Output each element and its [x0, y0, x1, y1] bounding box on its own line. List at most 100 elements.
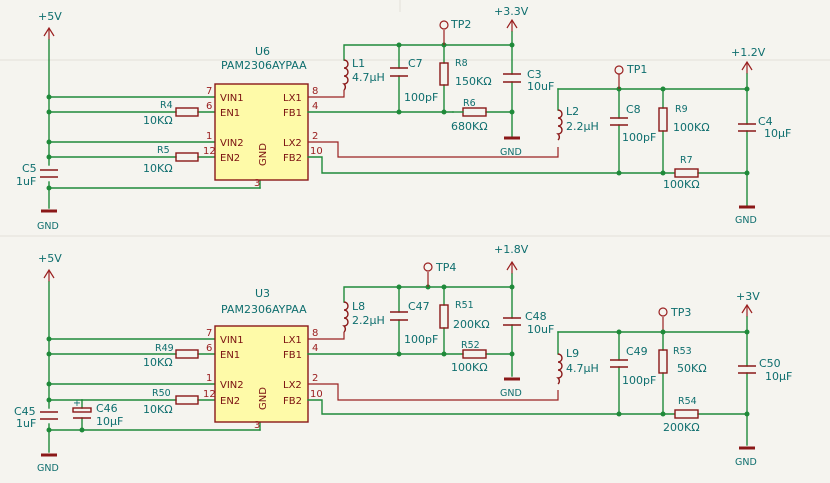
u6-pinnum-4: 4	[312, 101, 318, 112]
r52-ref: R52	[461, 340, 480, 351]
inductor-l8: L8 2.2µH	[342, 300, 385, 333]
c50-ref: C50	[759, 357, 781, 370]
testpoint-tp4: TP4	[423, 261, 456, 287]
capacitor-c46-polarized: + C46 10µF	[72, 398, 123, 428]
c49-value: 100pF	[622, 374, 656, 387]
c4-value: 10µF	[764, 127, 791, 140]
c49-ref: C49	[626, 345, 648, 358]
resistor-r52: R52 100KΩ	[451, 340, 488, 374]
ground-symbol-bottom-left: GND	[37, 453, 59, 474]
u3-pinnum-12: 12	[203, 389, 216, 400]
l9-value: 4.7µH	[566, 362, 599, 375]
u6-pinnum-1: 1	[206, 131, 212, 142]
tp3-label: TP3	[670, 306, 691, 319]
gnd-label: GND	[500, 388, 522, 399]
r51-value: 200KΩ	[453, 318, 490, 331]
u6-pin-vin1: VIN1	[220, 93, 244, 104]
capacitor-c7: C7 100pF	[390, 57, 438, 104]
l2-value: 2.2µH	[566, 120, 599, 133]
u3-pin-gnd: GND	[258, 387, 269, 410]
tp1-label: TP1	[626, 63, 647, 76]
net-label-5v-top: +5V	[38, 10, 62, 23]
u6-pinnum-8: 8	[312, 86, 318, 97]
gnd-label: GND	[735, 215, 757, 226]
capacitor-c48: C48 10uF	[503, 310, 554, 336]
u6-pinnum-3: 3	[254, 178, 260, 189]
u6-value: PAM2306AYPAA	[221, 59, 307, 72]
r8-value: 150KΩ	[455, 75, 492, 88]
power-symbol-5v-top: +5V	[38, 10, 62, 40]
u3-pinnum-10: 10	[310, 389, 323, 400]
u6-pin-vin2: VIN2	[220, 138, 244, 149]
c47-ref: C47	[408, 300, 430, 313]
c48-ref: C48	[525, 310, 547, 323]
resistor-r49: R49 10KΩ	[143, 343, 199, 369]
inductor-l1: L1 4.7µH	[342, 57, 385, 91]
resistor-r9: R9 100KΩ	[658, 104, 710, 134]
r9-value: 100KΩ	[673, 121, 710, 134]
u6-pin-gnd: GND	[258, 143, 269, 166]
ground-symbol-bottom-right: GND	[735, 446, 757, 468]
resistor-r51: R51 200KΩ	[439, 300, 490, 331]
r6-value: 680KΩ	[451, 120, 488, 133]
c3-value: 10uF	[527, 80, 554, 93]
capacitor-c8: C8 100pF	[610, 103, 656, 144]
r4-value: 10KΩ	[143, 114, 173, 127]
r52-value: 100KΩ	[451, 361, 488, 374]
gnd-label: GND	[500, 147, 522, 158]
resistor-r8: R8 150KΩ	[439, 58, 492, 88]
ground-symbol-top-right: GND	[735, 205, 757, 226]
capacitor-c3: C3 10uF	[503, 68, 554, 93]
resistor-r5: R5 10KΩ	[143, 145, 199, 175]
ground-symbol-c48: GND	[500, 377, 522, 399]
resistor-r4: R4 10KΩ	[143, 100, 199, 127]
ic-u3: U3 PAM2306AYPAA VIN1 EN1 VIN2 EN2 GND LX…	[203, 287, 323, 431]
c7-value: 100pF	[404, 91, 438, 104]
r4-ref: R4	[160, 100, 173, 111]
u3-pin-en1: EN1	[220, 350, 240, 361]
regulator-block-bottom: +5V C45 1uF + C46 10µF	[14, 243, 792, 474]
gnd-label: GND	[37, 463, 59, 474]
u6-pinnum-2: 2	[312, 131, 318, 142]
r9-ref: R9	[675, 104, 688, 115]
tp4-label: TP4	[435, 261, 456, 274]
net-label-5v-bottom: +5V	[38, 252, 62, 265]
r5-value: 10KΩ	[143, 162, 173, 175]
power-symbol-3v3: +3.3V	[494, 5, 529, 32]
u3-pin-fb1: FB1	[283, 350, 302, 361]
c5-ref: C5	[22, 162, 37, 175]
resistor-r50: R50 10KΩ	[143, 388, 199, 416]
power-symbol-5v-bottom: +5V	[38, 252, 62, 282]
net-label-3v3: +3.3V	[494, 5, 529, 18]
u6-pinnum-10: 10	[310, 146, 323, 157]
u3-pinnum-3: 3	[254, 420, 260, 431]
resistor-r54: R54 200KΩ	[663, 396, 700, 434]
u6-pin-en2: EN2	[220, 153, 240, 164]
power-symbol-1v2: +1.2V	[731, 46, 766, 74]
u3-pin-vin1: VIN1	[220, 335, 244, 346]
u3-pin-lx2: LX2	[283, 380, 302, 391]
inductor-l2: L2 2.2µH	[556, 88, 599, 141]
ground-symbol-c3: GND	[500, 136, 522, 158]
l1-value: 4.7µH	[352, 71, 385, 84]
l9-ref: L9	[566, 347, 579, 360]
capacitor-c50: C50 10µF	[738, 357, 792, 383]
u3-pin-fb2: FB2	[283, 396, 302, 407]
power-symbol-1v8: +1.8V	[494, 243, 529, 274]
net-label-3v: +3V	[736, 290, 760, 303]
c7-ref: C7	[408, 57, 423, 70]
testpoint-tp1: TP1	[614, 63, 647, 89]
sheet-grid	[0, 0, 830, 237]
capacitor-c4: C4 10µF	[738, 115, 791, 140]
l2-ref: L2	[566, 105, 579, 118]
u3-pinnum-7: 7	[206, 328, 212, 339]
r54-ref: R54	[678, 396, 697, 407]
u3-pinnum-1: 1	[206, 373, 212, 384]
u3-pin-en2: EN2	[220, 396, 240, 407]
c46-ref: C46	[96, 402, 118, 415]
c8-value: 100pF	[622, 131, 656, 144]
r53-value: 50KΩ	[677, 362, 707, 375]
u6-pin-lx1: LX1	[283, 93, 302, 104]
inductor-l9: L9 4.7µH	[556, 331, 599, 385]
